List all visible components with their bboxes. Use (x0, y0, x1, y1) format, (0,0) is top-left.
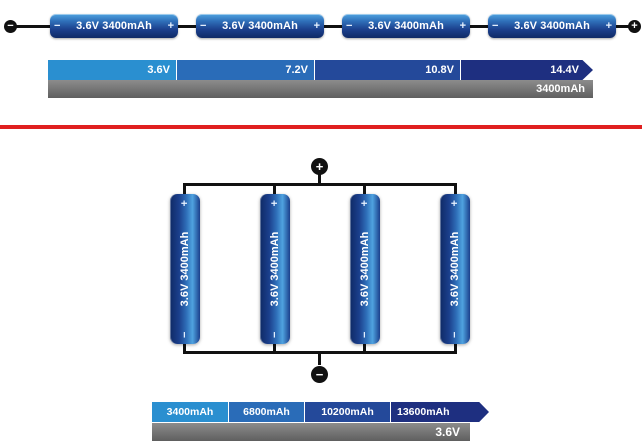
series-capacity-bar: 3400mAh (48, 80, 593, 98)
parallel-battery-3: − 3.6V 3400mAh + (350, 194, 380, 344)
section-divider (0, 125, 642, 129)
positive-mark: + (167, 20, 174, 32)
positive-mark: + (269, 200, 281, 207)
parallel-negative-lead (318, 353, 321, 365)
battery-label: 3.6V 3400mAh (179, 231, 191, 307)
parallel-battery-1: − 3.6V 3400mAh + (170, 194, 200, 344)
parallel-capacity-step-3: 10200mAh (305, 402, 390, 422)
parallel-capacity-step-4: 13600mAh (391, 402, 489, 422)
series-voltage-step-2: 7.2V (177, 60, 314, 80)
negative-mark: − (54, 20, 61, 32)
negative-mark: − (359, 331, 371, 338)
parallel-battery-4: − 3.6V 3400mAh + (440, 194, 470, 344)
series-battery-2: − 3.6V 3400mAh + (196, 14, 324, 38)
battery-label: 3.6V 3400mAh (449, 231, 461, 307)
positive-mark: + (459, 20, 466, 32)
parallel-positive-terminal: + (311, 158, 328, 175)
negative-mark: − (179, 331, 191, 338)
battery-label: 3.6V 3400mAh (222, 20, 298, 32)
parallel-top-bus (183, 183, 457, 186)
battery-label: 3.6V 3400mAh (368, 20, 444, 32)
negative-mark: − (449, 331, 461, 338)
battery-label: 3.6V 3400mAh (514, 20, 590, 32)
series-battery-4: − 3.6V 3400mAh + (488, 14, 616, 38)
series-voltage-step-1: 3.6V (48, 60, 176, 80)
series-battery-3: − 3.6V 3400mAh + (342, 14, 470, 38)
negative-mark: − (200, 20, 207, 32)
parallel-positive-lead (318, 172, 321, 184)
positive-mark: + (179, 200, 191, 207)
parallel-capacity-step-2: 6800mAh (229, 402, 304, 422)
series-negative-terminal: − (4, 20, 17, 33)
series-positive-terminal: + (628, 20, 641, 33)
positive-mark: + (605, 20, 612, 32)
battery-label: 3.6V 3400mAh (76, 20, 152, 32)
positive-mark: + (313, 20, 320, 32)
negative-mark: − (269, 331, 281, 338)
battery-label: 3.6V 3400mAh (359, 231, 371, 307)
series-voltage-step-3: 10.8V (315, 60, 460, 80)
parallel-bottom-bus (183, 351, 457, 354)
series-voltage-step-4: 14.4V (461, 60, 593, 80)
parallel-capacity-step-1: 3400mAh (152, 402, 228, 422)
parallel-voltage-bar: 3.6V (152, 423, 470, 441)
negative-mark: − (346, 20, 353, 32)
battery-label: 3.6V 3400mAh (269, 231, 281, 307)
series-battery-1: − 3.6V 3400mAh + (50, 14, 178, 38)
negative-mark: − (492, 20, 499, 32)
positive-mark: + (359, 200, 371, 207)
parallel-negative-terminal: − (311, 366, 328, 383)
parallel-battery-2: − 3.6V 3400mAh + (260, 194, 290, 344)
positive-mark: + (449, 200, 461, 207)
